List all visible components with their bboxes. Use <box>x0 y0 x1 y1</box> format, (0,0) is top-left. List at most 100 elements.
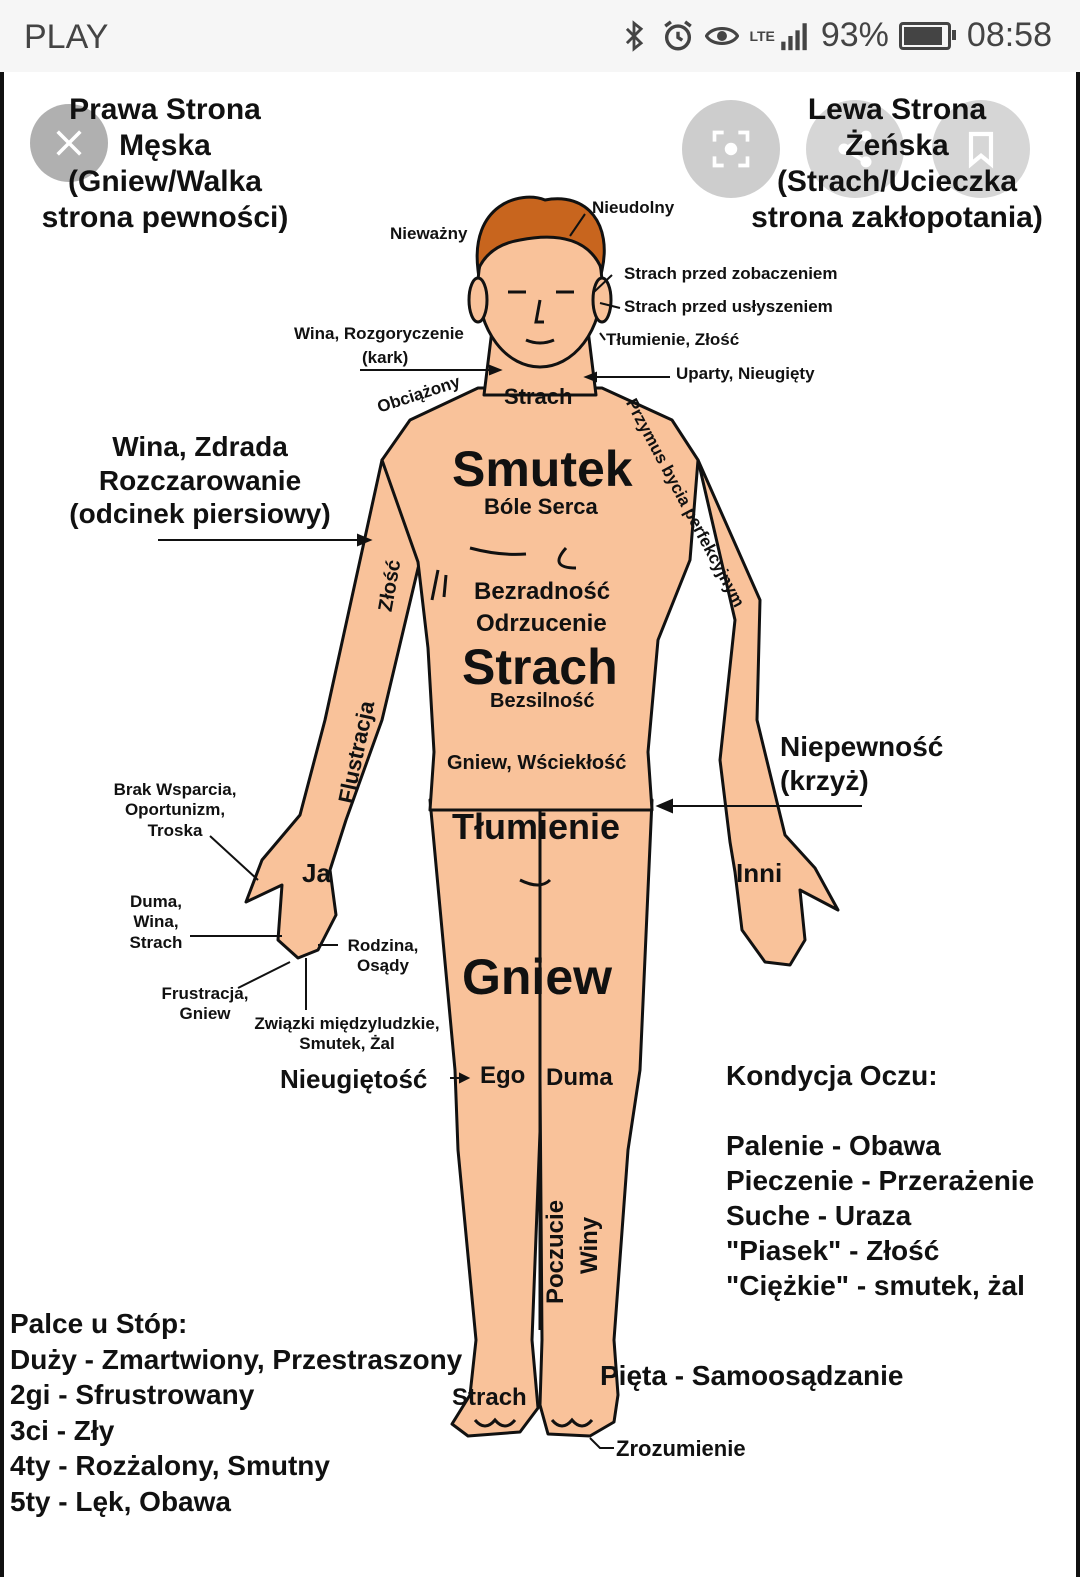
label-line: Osądy <box>357 956 409 976</box>
label-smutek: Smutek <box>452 441 633 497</box>
left-arm <box>696 458 840 967</box>
label-line: Niepewność <box>780 731 944 762</box>
label-tlumienie: Tłumienie <box>452 806 621 847</box>
share-icon <box>838 130 872 168</box>
heading-line: strona zakłopotania) <box>751 201 1043 234</box>
lens-search-button[interactable] <box>682 100 780 198</box>
label-tlumienie-zlosc: Tłumienie, Złość <box>606 330 740 349</box>
label-line: Smutek, Żal <box>299 1034 395 1054</box>
label-nieugietosc: Nieugiętość <box>280 1064 428 1094</box>
label-niewazny: Nieważny <box>390 224 468 243</box>
label-ja: Ja <box>302 858 331 888</box>
bookmark-icon <box>968 131 994 169</box>
label-odrzucenie: Odrzucenie <box>476 610 607 637</box>
label-line: Brak Wsparcia, <box>113 780 237 799</box>
label-bezsilnosc: Bezsilność <box>490 690 595 712</box>
frame-left-border <box>0 72 4 1577</box>
carrier-label: PLAY <box>24 18 109 56</box>
label-line: (krzyż) <box>780 764 869 796</box>
label-rodzina: Rodzina, Osądy <box>340 936 426 977</box>
eye-condition-item: "Ciężkie" - smutek, żal <box>726 1270 1025 1301</box>
frame-right-border <box>1076 72 1080 1577</box>
left-leg <box>538 798 654 1438</box>
network-type: LTE <box>749 27 775 44</box>
label-wina-zdrada: Wina, Zdrada Rozczarowanie (odcinek pier… <box>50 430 350 531</box>
heading-line: (Strach/Ucieczka <box>776 165 1018 198</box>
battery-icon <box>898 21 956 50</box>
label-line: Oportunizm, <box>124 800 226 820</box>
signal-icon <box>781 22 807 50</box>
label-line: Strach <box>129 932 183 952</box>
label-duma: Duma <box>546 1064 613 1091</box>
label-bole-serca: Bóle Serca <box>484 494 598 519</box>
label-strach-uslyszeniem: Strach przed usłyszeniem <box>624 297 833 316</box>
share-button[interactable] <box>806 100 904 198</box>
heading-line: Żeńska <box>845 129 949 162</box>
heading-line: strona pewności) <box>41 201 289 234</box>
right-side-heading: Prawa Strona Męska (Gniew/Walka strona p… <box>30 92 300 236</box>
eye-conditions: Kondycja Oczu: Palenie - Obawa Pieczenie… <box>726 1058 1034 1303</box>
left-side-heading: Lewa Strona Żeńska (Strach/Ucieczka stro… <box>742 92 1052 236</box>
label-strach-zobaczeniem: Strach przed zobaczeniem <box>624 264 838 283</box>
label-zrozumienie: Zrozumienie <box>616 1436 746 1461</box>
close-icon <box>56 130 82 156</box>
label-line: (odcinek piersiowy) <box>69 498 331 530</box>
toes-legend: Palce u Stóp: Duży - Zmartwiony, Przestr… <box>10 1306 462 1519</box>
label-pieta: Pięta - Samoosądzanie <box>600 1360 904 1391</box>
toe-item: 4ty - Rozżalony, Smutny <box>10 1450 330 1481</box>
label-line: Wina, Zdrada <box>112 431 288 462</box>
bookmark-button[interactable] <box>932 100 1030 198</box>
label-brak-wsparcia: Brak Wsparcia, Oportunizm, Troska <box>100 780 250 841</box>
label-zwiazki: Związki międzyludzkie, Smutek, Żal <box>244 1014 450 1055</box>
lens-search-icon <box>712 130 750 168</box>
torso <box>380 386 700 812</box>
battery-percent: 93% <box>820 16 889 54</box>
eye-condition-item: "Piasek" - Złość <box>726 1235 940 1266</box>
label-wina-kark: Wina, Rozgoryczenie <box>294 324 464 343</box>
alarm-icon <box>664 19 693 50</box>
label-duma-wina: Duma, Wina, Strach <box>118 892 194 953</box>
heading-line: Prawa Strona <box>69 93 261 126</box>
label-frustracja: Frustracja, Gniew <box>150 984 260 1025</box>
eye-conditions-title: Kondycja Oczu: <box>726 1060 938 1091</box>
toe-item: 2gi - Sfrustrowany <box>10 1379 255 1410</box>
label-line: Troska <box>147 820 203 840</box>
toes-legend-title: Palce u Stóp: <box>10 1308 188 1339</box>
label-line: Frustracja, <box>161 984 249 1003</box>
label-bezradnosc: Bezradność <box>474 578 611 605</box>
label-ego: Ego <box>480 1062 526 1089</box>
label-nieudolny: Nieudolny <box>592 198 675 217</box>
hair <box>475 195 606 276</box>
label-line: Duma, <box>130 892 182 911</box>
label-line: Rodzina, <box>347 936 419 955</box>
eye-condition-item: Palenie - Obawa <box>726 1130 941 1161</box>
heading-line: (Gniew/Walka <box>68 165 262 198</box>
heading-line: Lewa Strona <box>807 93 987 126</box>
toe-item: 5ty - Lęk, Obawa <box>10 1485 231 1517</box>
label-poczucie: Poczucie <box>542 1199 569 1304</box>
eye-icon <box>705 26 740 45</box>
label-uparty: Uparty, Nieugięty <box>676 364 815 383</box>
label-line: Związki międzyludzkie, <box>254 1014 440 1033</box>
heading-line: Męska <box>119 129 211 162</box>
label-gniew-wscieklosc: Gniew, Wściekłość <box>447 752 627 774</box>
eye-condition-item: Suche - Uraza <box>726 1200 912 1231</box>
right-arm <box>244 458 422 960</box>
status-icons: LTE 93% 08:58 <box>617 16 1052 55</box>
toe-item: Duży - Zmartwiony, Przestraszony <box>10 1343 463 1375</box>
label-niepewnosc: Niepewność (krzyż) <box>780 730 943 797</box>
bluetooth-icon <box>626 19 644 52</box>
label-strach-belly: Strach <box>462 639 618 695</box>
status-bar: PLAY LTE 93% 08:58 <box>0 0 1080 72</box>
eye-condition-item: Pieczenie - Przerażenie <box>726 1165 1035 1196</box>
label-strach-feet: Strach <box>452 1384 527 1411</box>
label-winy: Winy <box>576 1216 603 1274</box>
label-strach-neck: Strach <box>504 384 573 409</box>
close-button[interactable] <box>30 104 108 182</box>
clock: 08:58 <box>966 16 1052 54</box>
label-line: Rozczarowanie <box>98 464 302 496</box>
label-inni: Inni <box>736 858 783 888</box>
label-kark: (kark) <box>362 348 409 367</box>
label-line: Wina, <box>133 912 179 932</box>
